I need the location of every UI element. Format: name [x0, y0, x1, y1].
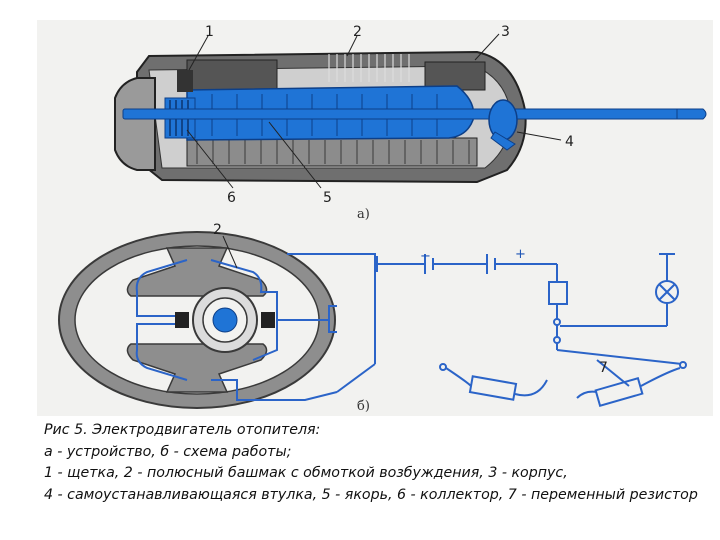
resistor-left [468, 375, 518, 401]
label-4: 4 [565, 134, 574, 150]
caption-subparts: а - устройство, б - схема работы; [44, 443, 292, 460]
fuse [548, 281, 568, 305]
sublabel-a: а) [357, 207, 370, 222]
brush [177, 70, 193, 92]
motor-figure: 1 2 3 4 5 6 а) [37, 20, 713, 416]
label-2b: 2 [213, 222, 222, 238]
pole-shoe-bottom [126, 343, 268, 393]
field-winding-bottom [186, 137, 478, 167]
label-6: 6 [227, 190, 236, 206]
end-cap [114, 77, 156, 171]
schematic-drawing: 2 7 − + б) [58, 222, 687, 414]
field-winding-top [186, 59, 278, 91]
plus-sign: + [515, 247, 526, 262]
figure-svg: 1 2 3 4 5 6 а) [58, 24, 707, 414]
motor-shaft [122, 108, 704, 120]
label-5: 5 [323, 190, 332, 206]
caption-legend-1: 1 - щетка, 2 - полюсный башмак с обмотко… [44, 465, 568, 481]
variable-resistor [594, 377, 644, 407]
caption-title: Рис 5. Электродвигатель отопителя: [44, 422, 321, 438]
brush-right [261, 312, 275, 328]
minus-sign: − [420, 249, 431, 264]
motor-section-drawing: 1 2 3 4 5 6 а) [114, 24, 707, 222]
label-7: 7 [599, 360, 608, 376]
battery-circuit [336, 253, 687, 407]
figure-caption: Рис 5. Электродвигатель отопителя: а - у… [44, 420, 714, 506]
brush-left [175, 312, 189, 328]
field-wiring [135, 253, 376, 401]
label-1: 1 [205, 24, 214, 40]
caption-legend-2: 4 - самоустанавливающаяся втулка, 5 - як… [44, 486, 698, 503]
pole-shoe-top [126, 247, 268, 297]
label-3: 3 [501, 24, 510, 40]
label-2: 2 [353, 24, 362, 40]
sublabel-b: б) [357, 399, 370, 414]
